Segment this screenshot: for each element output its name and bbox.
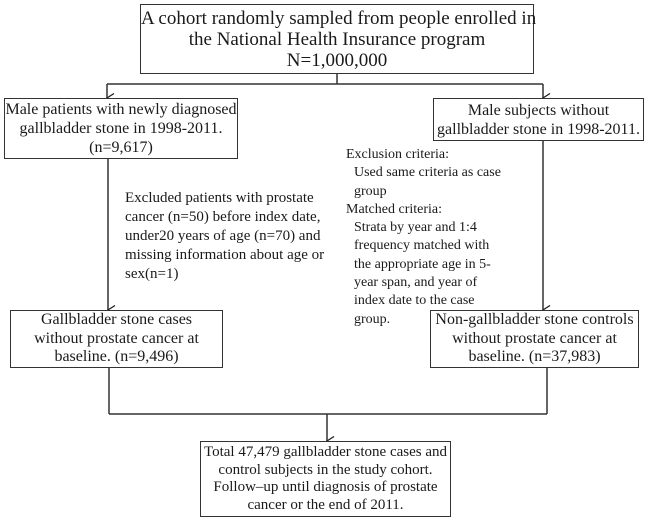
box-line: baseline. (n=37,983) [468,348,601,366]
control-group-box: Male subjects without gallbladder stone … [433,98,644,141]
note-line: group. [354,311,391,327]
box-line: without prostate cancer at [34,329,199,347]
note-line: Excluded patients with prostate [125,190,314,206]
box-line: (n=9,617) [89,139,153,156]
note-line: sex(n=1) [125,266,179,282]
box-line: baseline. (n=9,496) [54,348,179,366]
box-line: without prostate cancer at [452,329,617,347]
note-line: group [354,183,387,199]
box-line: gallbladder stone in 1998-2011. [437,120,640,138]
matched-criteria-heading: Matched criteria: [346,201,443,217]
box-line: Non-gallbladder stone controls [435,311,634,329]
study-cohort-total-box: Total 47,479 gallbladder stone cases and… [200,441,451,517]
note-line: cancer (n=50) before index date, [125,209,321,225]
box-line: Male patients with newly diagnosed [5,101,237,118]
case-final-box: Gallbladder stone cases without prostate… [10,310,223,368]
box-line: Total 47,479 gallbladder stone cases and [203,444,448,460]
control-final-box: Non-gallbladder stone controls without p… [430,310,639,368]
box-line: N=1,000,000 [286,49,388,71]
exclusion-criteria-heading: Exclusion criteria: [346,147,450,162]
note-line: year span, and year of [354,275,478,291]
box-line: A cohort randomly sampled from people en… [141,7,537,29]
note-line: under20 years of age (n=70) and [125,228,321,244]
box-line: the National Health Insurance program [188,28,486,50]
box-line: cancer or the end of 2011. [247,496,404,513]
note-line: Used same criteria as case [354,165,501,181]
control-criteria-note: Exclusion criteria: Used same criteria a… [346,146,501,329]
note-line: the appropriate age in 5- [354,256,491,272]
note-line: frequency matched with [354,238,490,254]
note-line: Strata by year and 1:4 [354,220,477,236]
case-group-box: Male patients with newly diagnosed gallb… [4,98,238,159]
box-line: Gallbladder stone cases [40,311,193,329]
note-line: index date to the case [354,293,475,309]
cohort-source-box: A cohort randomly sampled from people en… [140,4,537,74]
note-line: missing information about age or [125,247,325,263]
box-line: Male subjects without [467,101,610,119]
box-line: gallbladder stone in 1998-2011. [19,120,223,137]
box-line: Follow–up until diagnosis of prostate [213,479,438,495]
case-exclusion-note: Excluded patients with prostate cancer (… [125,189,324,284]
box-line: control subjects in the study cohort. [218,461,433,478]
